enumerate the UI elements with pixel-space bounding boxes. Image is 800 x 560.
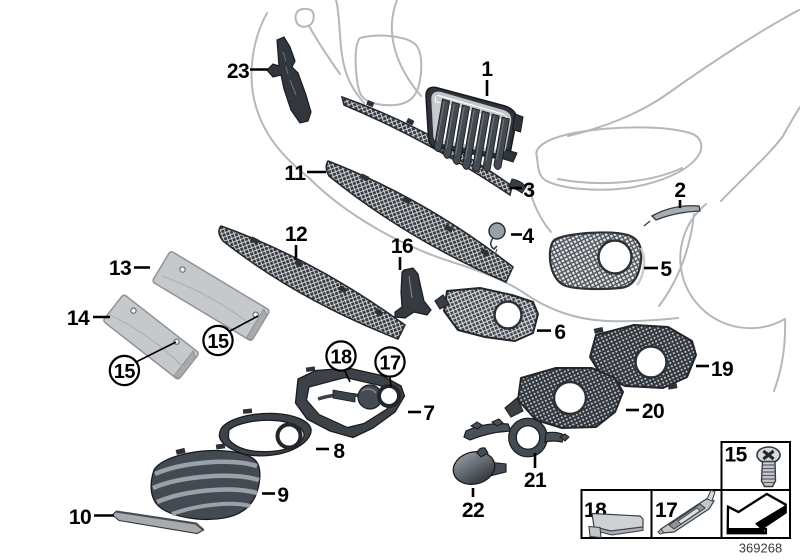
svg-text:21: 21 [524, 469, 547, 492]
svg-text:14: 14 [67, 307, 90, 330]
svg-text:2: 2 [674, 179, 685, 202]
svg-text:15: 15 [725, 444, 748, 467]
svg-text:8: 8 [333, 440, 345, 463]
svg-text:20: 20 [642, 400, 664, 423]
svg-text:4: 4 [522, 225, 534, 248]
svg-text:16: 16 [391, 235, 413, 258]
svg-text:22: 22 [462, 499, 484, 522]
svg-text:9: 9 [277, 484, 288, 507]
svg-text:6: 6 [554, 321, 565, 344]
svg-text:369268: 369268 [739, 541, 782, 556]
svg-text:23: 23 [227, 60, 249, 83]
svg-text:15: 15 [207, 331, 229, 353]
svg-text:7: 7 [423, 402, 434, 425]
svg-text:11: 11 [284, 162, 306, 185]
svg-text:17: 17 [655, 499, 677, 522]
svg-text:17: 17 [379, 353, 401, 375]
svg-text:5: 5 [660, 258, 672, 281]
svg-text:19: 19 [711, 358, 733, 381]
svg-text:18: 18 [330, 347, 352, 369]
svg-text:3: 3 [523, 179, 534, 202]
svg-text:10: 10 [69, 506, 91, 529]
svg-text:15: 15 [114, 361, 136, 383]
svg-text:12: 12 [285, 223, 307, 246]
svg-text:1: 1 [481, 58, 493, 81]
svg-text:13: 13 [109, 257, 131, 280]
